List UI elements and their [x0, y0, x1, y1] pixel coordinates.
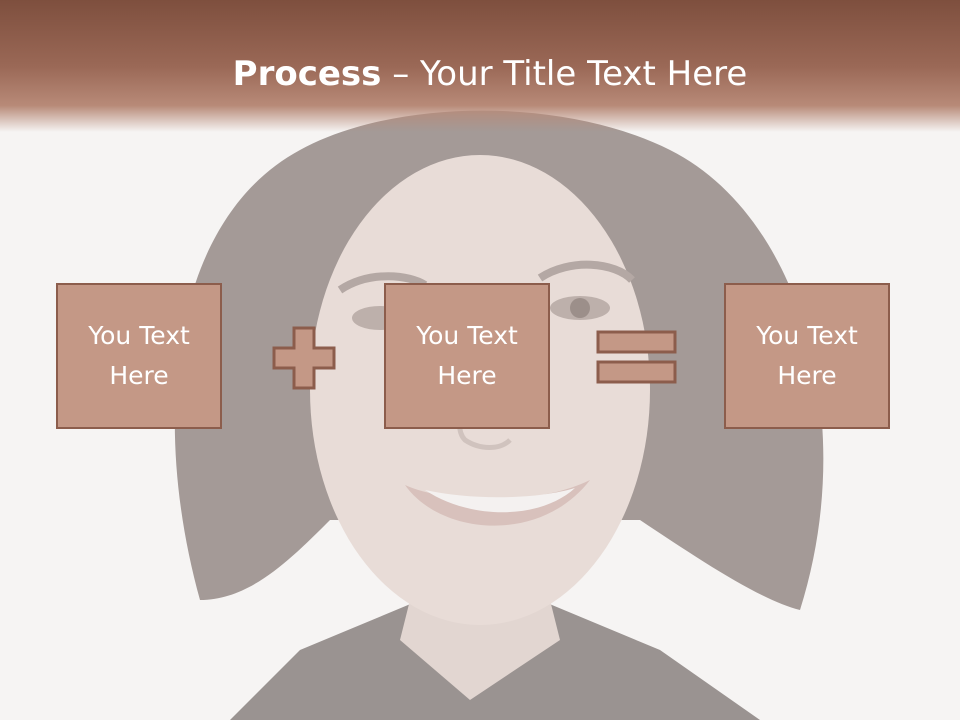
text-box-2-label: You Text Here — [416, 321, 518, 390]
text-box-2[interactable]: You Text Here — [384, 283, 550, 429]
text-box-3[interactable]: You Text Here — [724, 283, 890, 429]
title-dash: – — [381, 54, 421, 94]
title-band — [0, 0, 960, 132]
plus-icon — [272, 326, 336, 390]
text-box-1-label: You Text Here — [88, 321, 190, 390]
title-rest: Your Title Text Here — [420, 54, 748, 94]
equals-icon — [596, 330, 677, 384]
text-box-1[interactable]: You Text Here — [56, 283, 222, 429]
text-box-3-label: You Text Here — [756, 321, 858, 390]
slide-title: Process – Your Title Text Here — [0, 52, 960, 96]
title-bold-word: Process — [232, 54, 382, 94]
